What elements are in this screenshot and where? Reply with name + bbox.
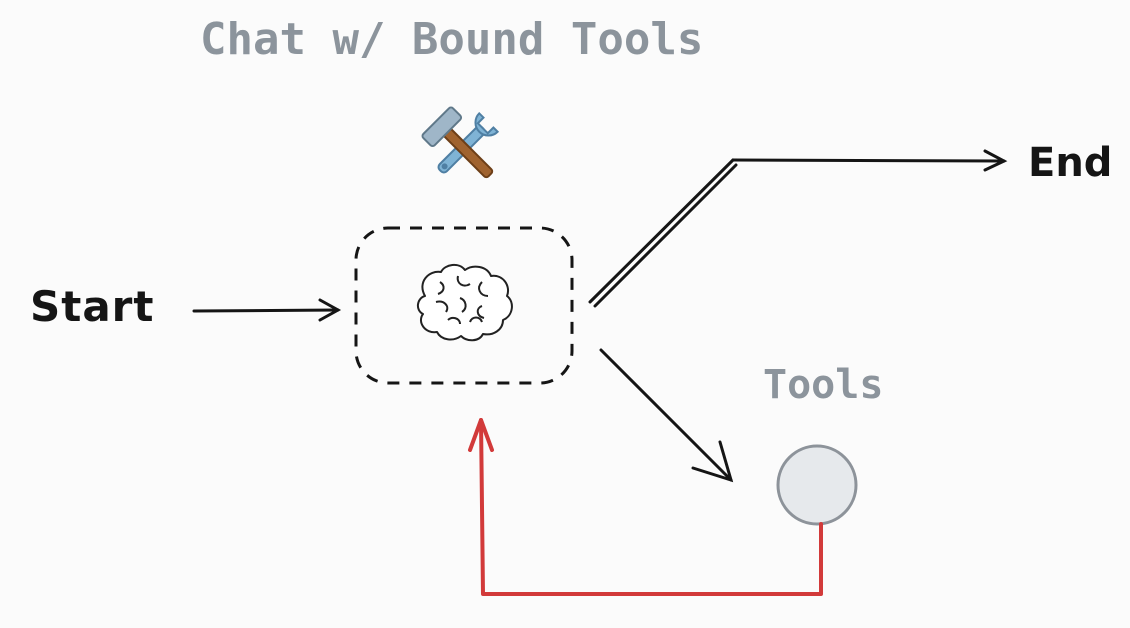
- start-label: Start: [30, 282, 155, 331]
- end-label: End: [1028, 140, 1113, 186]
- brain-icon: [417, 264, 513, 342]
- tools-node: [776, 444, 858, 526]
- model-node: [354, 226, 574, 385]
- tools-edge: [599, 348, 734, 483]
- diagram-title: Chat w/ Bound Tools: [200, 14, 704, 65]
- hammer-and-wrench-icon: [421, 106, 500, 179]
- tools-label: Tools: [763, 362, 884, 408]
- return-edge: [468, 418, 823, 596]
- end-edge: [588, 149, 1008, 308]
- start-edge: [192, 298, 342, 322]
